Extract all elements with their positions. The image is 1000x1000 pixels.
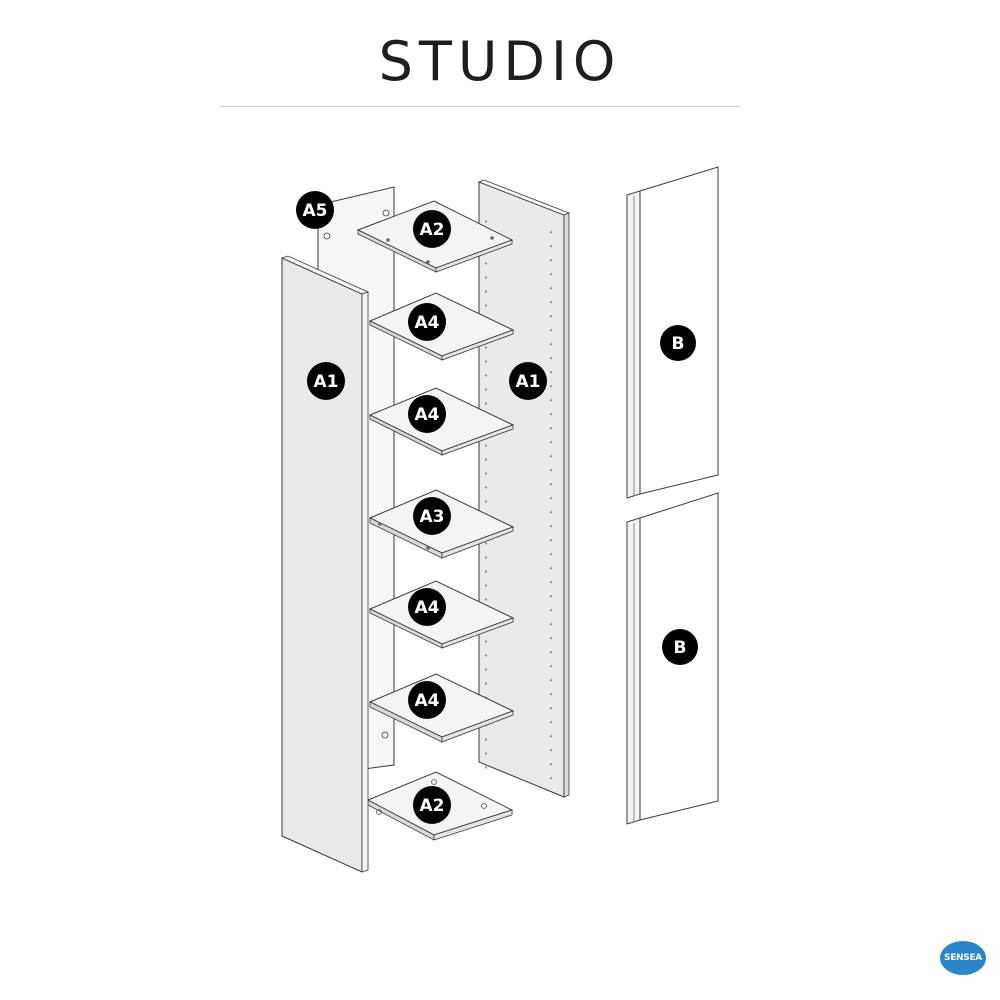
svg-text:A5: A5 (303, 201, 328, 221)
svg-text:A4: A4 (415, 405, 440, 425)
drill-hole (484, 654, 488, 657)
drill-hole (484, 290, 488, 293)
drill-hole (549, 777, 553, 780)
drill-hole (549, 231, 553, 234)
drill-hole (549, 301, 553, 304)
drill-hole (484, 346, 488, 349)
drill-hole (549, 651, 553, 654)
drill-hole (549, 329, 553, 332)
drill-hole (484, 444, 488, 447)
label-a3: A3 (413, 497, 451, 535)
label-a5: A5 (296, 191, 334, 229)
drill-hole (549, 245, 553, 248)
drill-hole (549, 609, 553, 612)
svg-text:B: B (674, 638, 687, 658)
drill-hole (549, 399, 553, 402)
drill-hole (549, 441, 553, 444)
drill-hole (484, 668, 488, 671)
drill-hole (484, 640, 488, 643)
svg-text:A4: A4 (415, 691, 440, 711)
label-b-top: B (660, 325, 696, 361)
drill-hole (549, 427, 553, 430)
side-panel-a1-left (280, 255, 370, 873)
label-a4-2: A4 (408, 395, 446, 433)
drill-hole (549, 371, 553, 374)
label-b-bottom: B (662, 629, 698, 665)
drill-hole (549, 385, 553, 388)
drill-hole (484, 500, 488, 503)
drill-hole (484, 304, 488, 307)
svg-text:A4: A4 (415, 313, 440, 333)
drill-hole (549, 259, 553, 262)
svg-text:A2: A2 (420, 796, 445, 816)
drill-hole (484, 542, 488, 545)
svg-text:A2: A2 (420, 220, 445, 240)
svg-text:A1: A1 (516, 372, 541, 392)
label-a4-1: A4 (408, 303, 446, 341)
drill-hole (549, 567, 553, 570)
drill-hole (549, 469, 553, 472)
drill-hole (549, 623, 553, 626)
svg-text:A1: A1 (314, 372, 339, 392)
label-a2-top: A2 (413, 210, 451, 248)
drill-hole (549, 343, 553, 346)
drill-hole (549, 525, 553, 528)
drill-hole (549, 693, 553, 696)
label-a2-bottom: A2 (413, 786, 451, 824)
drill-hole (549, 553, 553, 556)
drill-hole (484, 374, 488, 377)
drill-hole (484, 766, 488, 769)
drill-hole (549, 581, 553, 584)
drill-hole (484, 682, 488, 685)
drill-hole (549, 315, 553, 318)
drill-hole (484, 598, 488, 601)
drill-hole (484, 276, 488, 279)
drill-hole (484, 262, 488, 265)
drill-hole (549, 637, 553, 640)
drill-hole (484, 458, 488, 461)
drill-hole (549, 679, 553, 682)
drill-hole (549, 483, 553, 486)
drill-hole (484, 486, 488, 489)
label-a4-3: A4 (408, 588, 446, 626)
drill-hole (549, 721, 553, 724)
drill-hole (549, 413, 553, 416)
page-title: STUDIO (378, 30, 622, 93)
drill-hole (549, 665, 553, 668)
drill-hole (549, 539, 553, 542)
svg-text:A4: A4 (415, 598, 440, 618)
drill-hole (484, 738, 488, 741)
svg-text:A3: A3 (420, 507, 445, 527)
drill-hole (484, 220, 488, 223)
drill-hole (484, 570, 488, 573)
label-a4-4: A4 (408, 681, 446, 719)
drill-hole (484, 584, 488, 587)
drill-hole (484, 472, 488, 475)
label-a1-left: A1 (307, 362, 345, 400)
drill-hole (484, 388, 488, 391)
brand-logo: SENSEA (940, 941, 986, 975)
drill-hole (484, 360, 488, 363)
drill-hole (549, 455, 553, 458)
drill-hole (549, 707, 553, 710)
label-a1-right: A1 (509, 362, 547, 400)
drill-hole (549, 287, 553, 290)
drill-hole (549, 749, 553, 752)
drill-hole (549, 595, 553, 598)
drill-hole (549, 357, 553, 360)
title-divider (220, 106, 740, 107)
drill-hole (549, 735, 553, 738)
drill-hole (549, 497, 553, 500)
drill-hole (484, 752, 488, 755)
drill-hole (484, 556, 488, 559)
svg-text:B: B (672, 334, 685, 354)
drill-hole (549, 763, 553, 766)
drill-hole (549, 273, 553, 276)
drill-hole (484, 402, 488, 405)
drill-hole (549, 511, 553, 514)
